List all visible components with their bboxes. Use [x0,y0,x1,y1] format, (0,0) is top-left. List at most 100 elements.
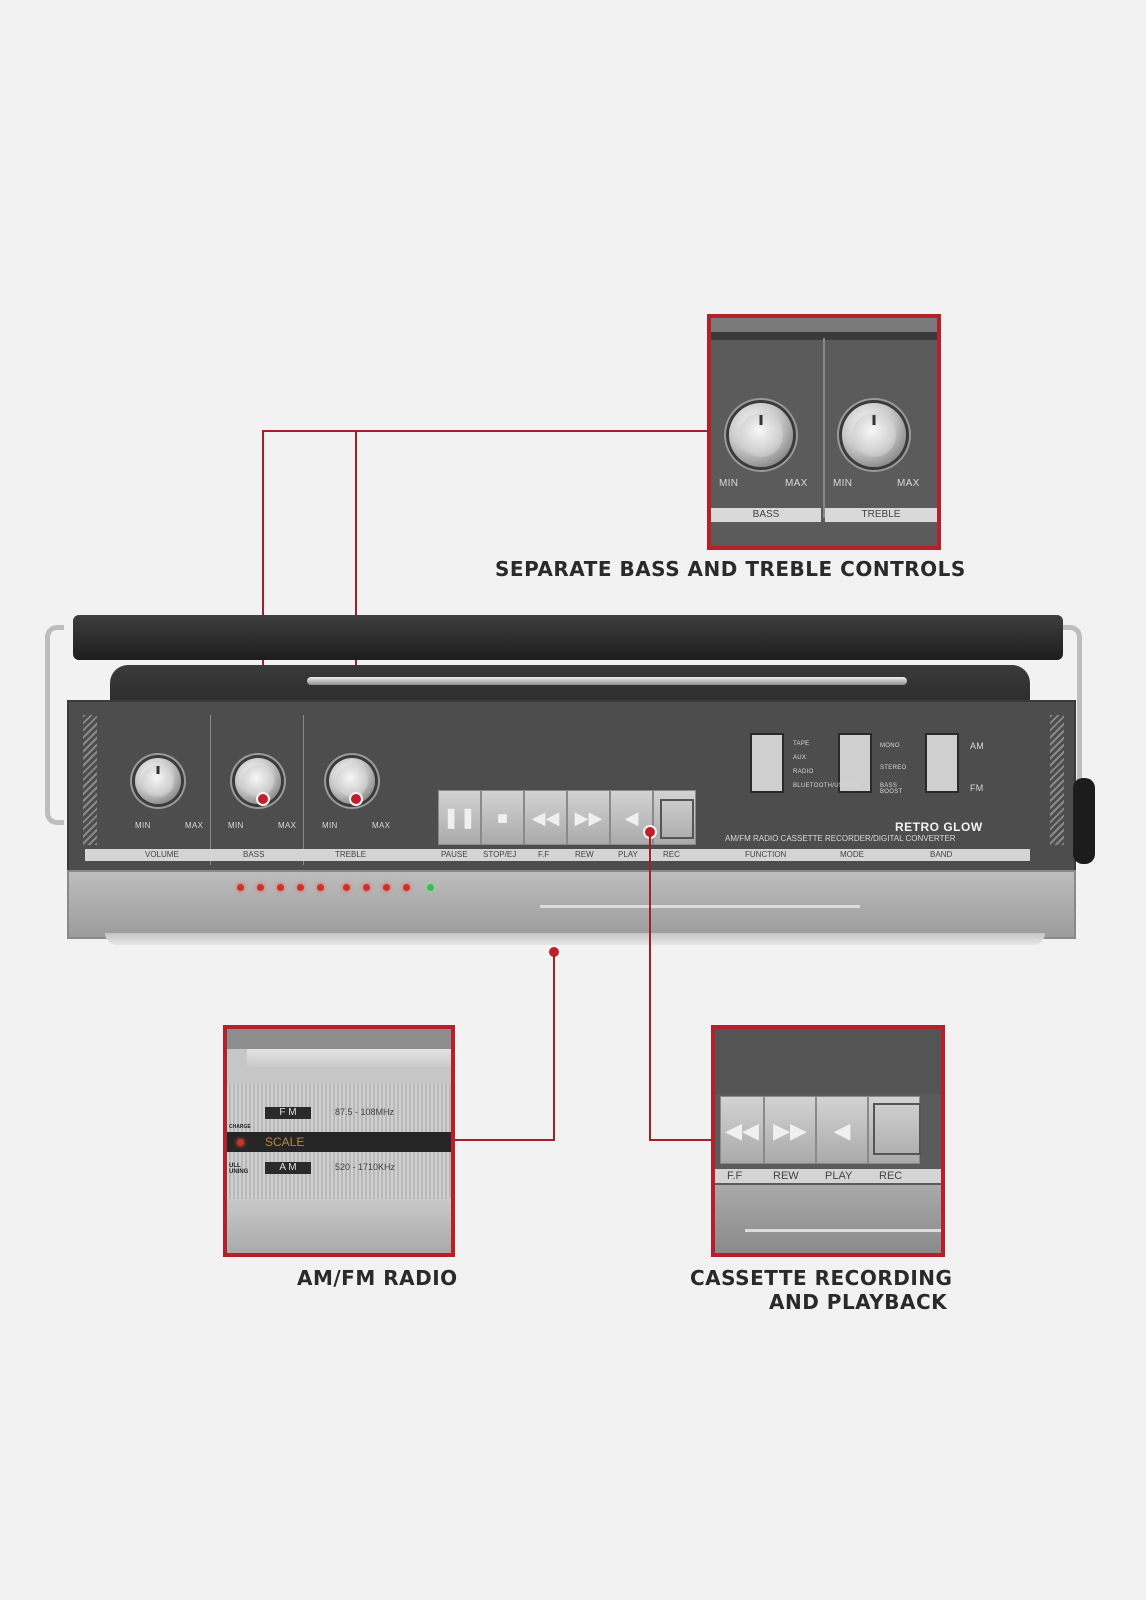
rec-square-icon [660,799,694,839]
speaker-strip [105,933,1045,945]
fast-forward-key[interactable]: ◀◀ [524,790,567,845]
radio-inset-bottom [227,1199,451,1253]
cassette-rew-key: ▶▶ [764,1096,816,1164]
charge-label: CHARGE [229,1124,251,1130]
label-strip [85,849,1030,861]
bass-max-label-small: MAX [278,821,297,830]
mode-switch[interactable] [838,733,872,793]
function-switch[interactable] [750,733,784,793]
callout-dot-treble [349,792,363,806]
volume-knob[interactable] [135,758,181,804]
cassette-play-label: PLAY [825,1170,853,1182]
callout-line-top-horizontal [262,430,709,432]
am-band-box: A M [265,1162,311,1174]
vu-led [297,884,304,891]
callout-line-radio-horizontal [455,1139,555,1141]
cassette-inset: ◀◀ ▶▶ ◀ F.F REW PLAY REC [711,1025,945,1257]
grille-left [83,715,97,845]
volume-min-label: MIN [135,821,151,830]
treble-max-label: MAX [897,478,920,489]
lower-body [67,870,1076,939]
treble-label-strip: TREBLE [825,508,937,522]
cassette-rec-square-icon [873,1103,921,1155]
vu-led [237,884,244,891]
vu-led [363,884,370,891]
mode-option-mono: MONO [880,743,900,749]
bass-min-label-small: MIN [228,821,244,830]
band-option-fm: FM [970,783,984,793]
rec-label: REC [663,850,680,859]
bass-label-strip: BASS [711,508,821,522]
vu-led [343,884,350,891]
vu-led [317,884,324,891]
vu-led [383,884,390,891]
cassette-rew-label: REW [773,1170,799,1182]
scale-label: SCALE [265,1135,305,1149]
cassette-ff-label: F.F [727,1170,743,1182]
grille-right [1050,715,1064,845]
charge-led [237,1139,244,1146]
treble-label: TREBLE [861,509,901,520]
treble-knob[interactable] [329,758,375,804]
function-option-bluetooth: BLUETOOTH/USB/SD [793,783,859,789]
brand-name: RETRO GLOW [895,820,983,834]
vu-led [277,884,284,891]
handle-bar [73,615,1063,660]
callout-dot-bass [256,792,270,806]
tuning-knob[interactable] [1073,778,1095,864]
bass-label-small: BASS [243,850,265,859]
vu-led-green [427,884,434,891]
bass-knob-large [729,403,793,467]
inset-top-shadow [711,332,937,340]
cassette-caption-line2: AND PLAYBACK [769,1290,948,1314]
treble-knob-large [842,403,906,467]
treble-min-label: MIN [833,478,853,489]
fm-range-label: 87.5 - 108MHz [335,1107,395,1117]
band-label: BAND [930,850,953,859]
rec-key[interactable] [653,790,696,845]
panel-divider-1 [210,715,211,865]
fm-band-box: F M [265,1107,311,1119]
pause-key[interactable]: ❚❚ [438,790,481,845]
bass-max-label: MAX [785,478,808,489]
function-option-radio: RADIO [793,769,814,775]
inset-top-strip [711,318,937,332]
bass-label: BASS [752,509,780,520]
cassette-play-key: ◀ [816,1096,868,1164]
volume-label: VOLUME [145,850,179,859]
callout-line-radio-vertical [553,955,555,1141]
function-option-tape: TAPE [793,741,810,747]
band-option-am: AM [970,741,985,751]
stop-eject-key[interactable]: ■ [481,790,524,845]
cassette-lower-body [715,1185,941,1253]
am-range-label: 520 - 1710KHz [335,1162,396,1172]
vu-led [257,884,264,891]
antenna [307,677,907,685]
band-switch[interactable] [925,733,959,793]
treble-min-label-small: MIN [322,821,338,830]
pause-label: PAUSE [441,850,468,859]
mode-option-stereo: STEREO [880,765,907,771]
bass-treble-inset: MIN MAX MIN MAX BASS TREBLE [707,314,941,550]
function-label: FUNCTION [745,850,787,859]
treble-label-small: TREBLE [335,850,367,859]
scale-bar [227,1132,451,1152]
cassette-caption-line1: CASSETTE RECORDING [690,1266,953,1290]
tuning-slot [540,905,860,908]
cassette-inset-panel [715,1029,941,1094]
panel-divider-2 [303,715,304,865]
bass-min-label: MIN [719,478,739,489]
cassette-rec-key [868,1096,921,1164]
ff-label: F.F [538,850,550,859]
volume-max-label: MAX [185,821,204,830]
cassette-slot [745,1229,941,1232]
brand-tagline: AM/FM RADIO CASSETTE RECORDER/DIGITAL CO… [725,834,956,843]
radio-caption: AM/FM RADIO [297,1266,458,1290]
vu-led [403,884,410,891]
treble-max-label-small: MAX [372,821,391,830]
rewind-key[interactable]: ▶▶ [567,790,610,845]
play-label: PLAY [618,850,638,859]
fm-band-label: F M [279,1107,297,1118]
stop-eject-label: STOP/EJ [483,850,517,859]
radio-inset-keys [247,1049,451,1067]
